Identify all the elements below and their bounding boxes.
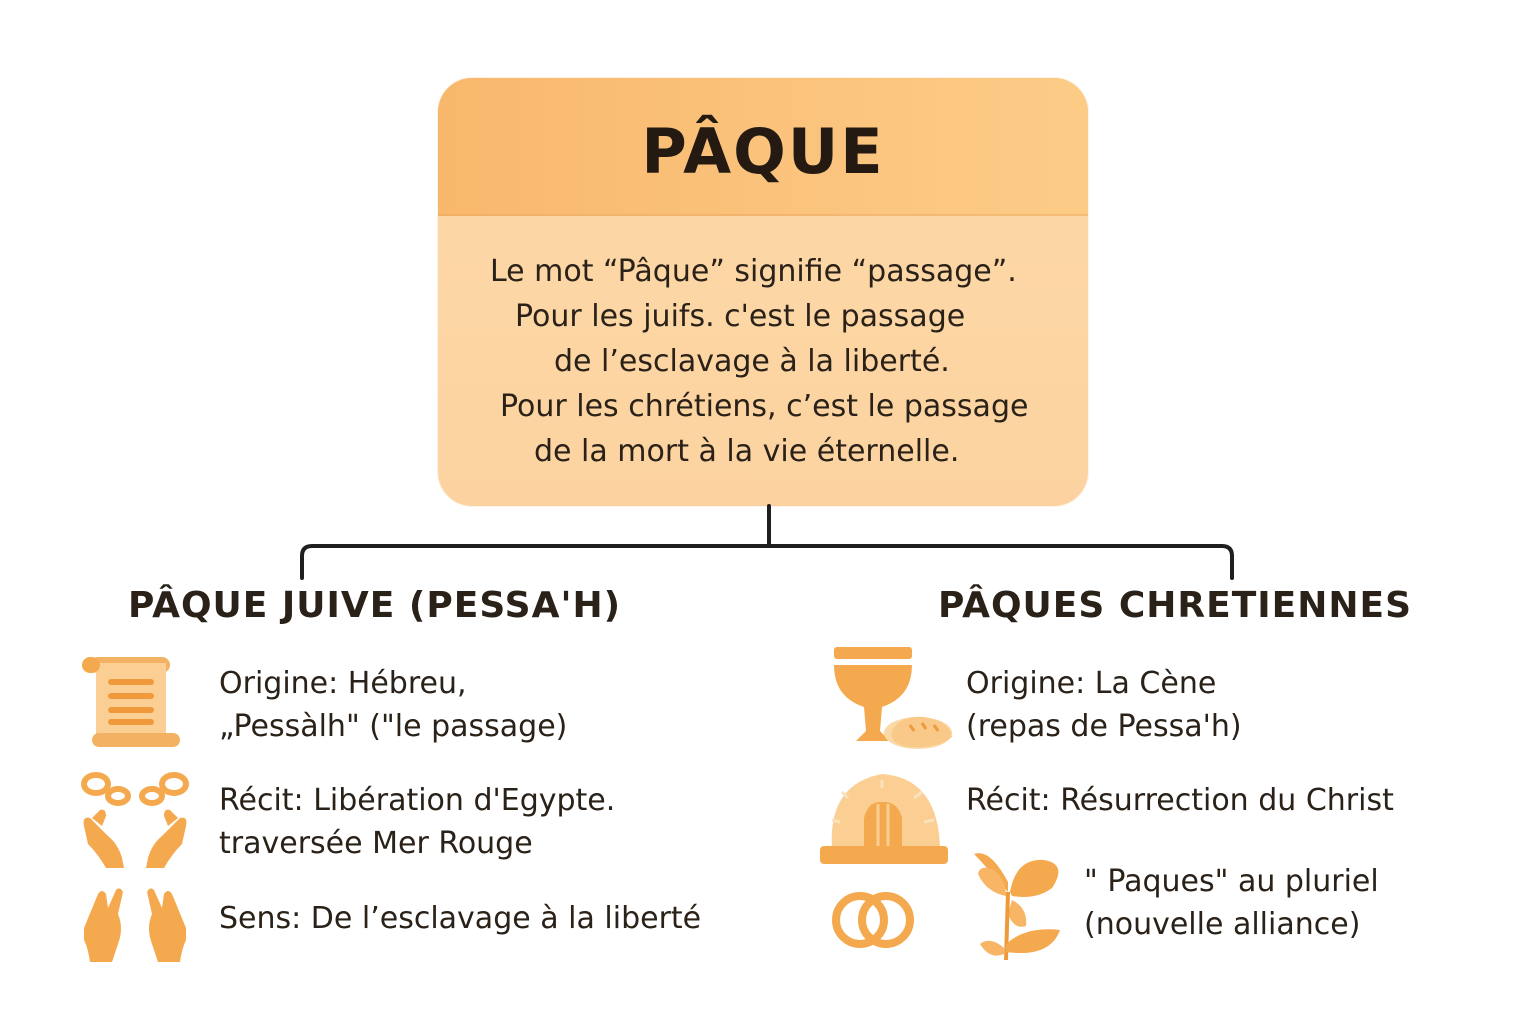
right-item-meaning: " Paques" au pluriel (nouvelle alliance)	[1084, 860, 1379, 946]
item-line: (repas de Pessa'h)	[966, 709, 1242, 744]
item-line: Récit: Libération d'Egypte.	[219, 783, 616, 818]
definition-line: Pour les juifs. c'est le passage	[515, 299, 966, 334]
definition-line: de l’esclavage à la liberté.	[554, 344, 950, 379]
right-item-story: Récit: Résurrection du Christ	[966, 779, 1394, 822]
rings-butterfly-icon	[832, 853, 1060, 961]
page-title: PÂQUE	[641, 114, 885, 188]
definition-line: Pour les chrétiens, c’est le passage	[500, 389, 1029, 424]
chalice-bread-icon	[834, 647, 952, 749]
definition-line: de la mort à la vie éternelle.	[534, 434, 960, 469]
definition-line: Le mot “Pâque” signifie “passage”.	[490, 254, 1017, 289]
open-hands-icon	[84, 888, 186, 962]
item-line: traversée Mer Rouge	[219, 826, 533, 861]
branch-title-jewish: PÂQUE JUIVE (PESSA'H)	[128, 585, 622, 626]
item-line: Origine: Hébreu,	[219, 666, 467, 701]
item-line: Origine: La Cène	[966, 666, 1217, 701]
scroll-icon	[82, 657, 180, 747]
broken-chains-hands-icon	[81, 772, 189, 868]
left-item-meaning: Sens: De l’esclavage à la liberté	[219, 897, 701, 940]
empty-tomb-icon	[820, 774, 948, 864]
item-line: Récit: Résurrection du Christ	[966, 783, 1394, 818]
right-item-origin: Origine: La Cène (repas de Pessa'h)	[966, 662, 1242, 748]
item-line: „Pessàlh" ("le passage)	[219, 709, 568, 744]
item-line: Sens: De l’esclavage à la liberté	[219, 901, 702, 936]
item-line: " Paques" au pluriel	[1084, 864, 1379, 899]
branch-title-christian: PÂQUES CHRETIENNES	[938, 585, 1413, 626]
card-header: PÂQUE	[438, 78, 1088, 216]
definition-text: Le mot “Pâque” signifie “passage”. Pour …	[438, 216, 1088, 506]
item-line: (nouvelle alliance)	[1084, 907, 1361, 942]
left-item-story: Récit: Libération d'Egypte. traversée Me…	[219, 779, 615, 865]
definition-card: PÂQUE Le mot “Pâque” signifie “passage”.…	[438, 78, 1088, 506]
left-item-origin: Origine: Hébreu, „Pessàlh" ("le passage)	[219, 662, 567, 748]
